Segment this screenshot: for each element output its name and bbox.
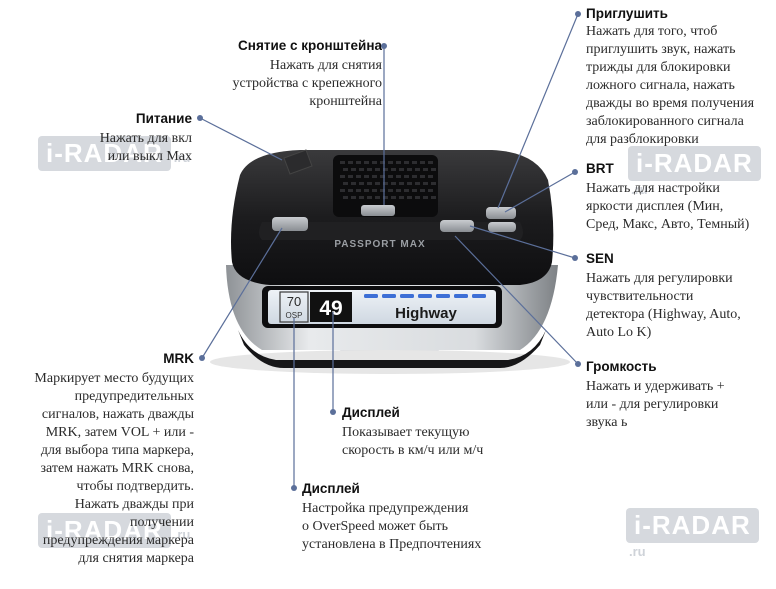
- osp-value: 70: [287, 294, 301, 309]
- label-bracket-release-desc: Нажать для снятия устройства с крепежног…: [232, 58, 382, 109]
- label-display-speed-desc: Показывает текущую скорость в км/ч или м…: [342, 425, 484, 458]
- watermark-bottom-right: i-RADAR.ru: [626, 508, 776, 561]
- osp-label: OSP: [286, 311, 303, 320]
- watermark-top-left: i-RADAR.ru: [38, 136, 190, 171]
- label-sen: SEN Нажать для регулировки чувствительно…: [586, 250, 772, 342]
- label-power: Питание Нажать для вкл или выкл Max: [60, 110, 192, 166]
- label-sen-desc: Нажать для регулировки чувствительности …: [586, 271, 741, 340]
- device-body: [231, 150, 554, 285]
- label-volume: Громкость Нажать и удерживать + или - дл…: [586, 358, 772, 432]
- label-power-title: Питание: [135, 111, 192, 126]
- watermark-bottom-left: i-RADAR.ru: [38, 513, 190, 548]
- label-mrk: MRK Маркирует место будущих предупредите…: [4, 350, 194, 568]
- label-brt: BRT Нажать для настройки яркости дисплея…: [586, 160, 772, 234]
- sen-button[interactable]: [440, 220, 474, 232]
- label-display-speed: Дисплей Показывает текущую скорость в км…: [342, 404, 542, 460]
- label-brt-desc: Нажать для настройки яркости дисплея (Ми…: [586, 181, 750, 232]
- label-bracket-release-title: Снятие с кронштейна: [238, 38, 382, 53]
- label-mrk-title: MRK: [163, 351, 194, 366]
- label-display-osp: Дисплей Настройка предупреждения о OverS…: [302, 480, 532, 554]
- leader-dots: [197, 11, 581, 491]
- signal-bar: [472, 294, 486, 298]
- signal-bar: [400, 294, 414, 298]
- mode-label: Highway: [395, 305, 457, 322]
- label-display-osp-desc: Настройка предупреждения о OverSpeed мож…: [302, 501, 482, 552]
- leader-lines: [199, 13, 579, 488]
- label-mute-desc: Нажать для того, чтоб приглушить звук, н…: [586, 24, 755, 147]
- signal-bar: [382, 294, 396, 298]
- label-brt-title: BRT: [586, 161, 614, 176]
- power-button[interactable]: [283, 149, 313, 175]
- label-volume-title: Громкость: [586, 359, 657, 374]
- label-display-speed-title: Дисплей: [342, 405, 400, 420]
- mute-button[interactable]: [488, 222, 516, 232]
- watermark-top-right: i-RADAR.ru: [628, 146, 776, 199]
- signal-bars: [364, 294, 486, 298]
- label-bracket-release: Снятие с кронштейна Нажать для снятия ус…: [202, 37, 382, 111]
- label-display-osp-title: Дисплей: [302, 481, 360, 496]
- bracket-release-button[interactable]: [361, 205, 395, 216]
- signal-bar: [454, 294, 468, 298]
- label-mute: Приглушить Нажать для того, чтоб приглуш…: [586, 5, 772, 149]
- signal-bar: [418, 294, 432, 298]
- label-mute-title: Приглушить: [586, 6, 668, 21]
- brand-label: PASSPORT MAX: [334, 239, 425, 250]
- label-volume-desc: Нажать и удерживать + или - для регулиро…: [586, 379, 725, 430]
- signal-bar: [364, 294, 378, 298]
- label-sen-title: SEN: [586, 251, 614, 266]
- speed-value: 49: [319, 297, 342, 320]
- signal-bar: [436, 294, 450, 298]
- mrk-button[interactable]: [272, 217, 308, 231]
- label-mrk-desc: Маркирует место будущих предупредительны…: [34, 371, 194, 566]
- label-power-desc: Нажать для вкл или выкл Max: [99, 131, 192, 164]
- speed-box: [310, 292, 352, 322]
